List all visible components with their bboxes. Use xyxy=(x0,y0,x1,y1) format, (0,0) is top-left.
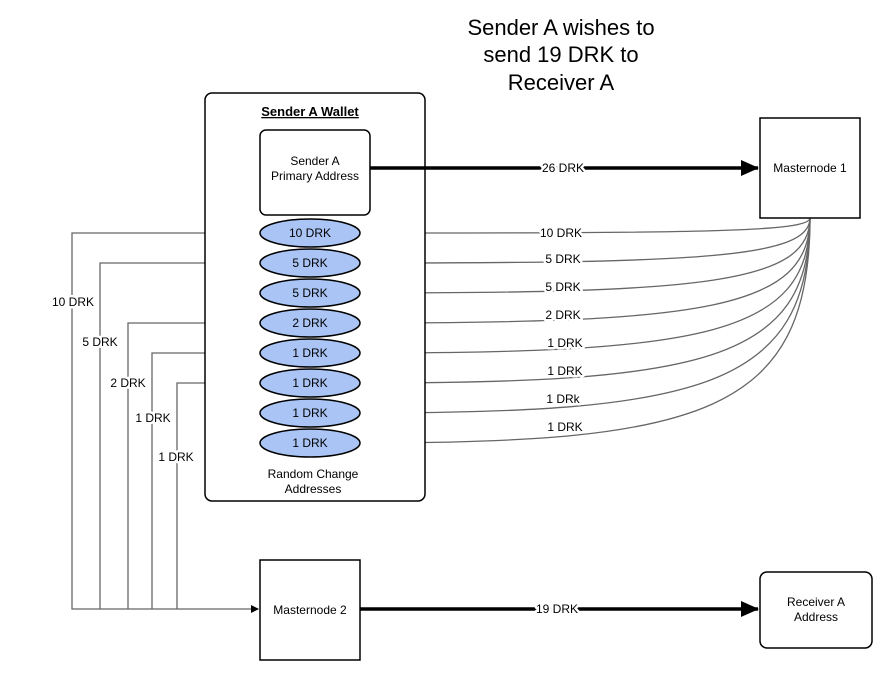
change-line-7 xyxy=(359,217,811,417)
change-label-8: 1 DRK xyxy=(547,420,582,434)
send-amount-label: 26 DRK xyxy=(542,161,584,175)
coin-7 xyxy=(259,398,361,428)
change-line-5 xyxy=(359,217,811,357)
coin-3 xyxy=(259,278,361,308)
input-label-1: 10 DRK xyxy=(52,295,94,309)
change-label-1: 10 DRK xyxy=(540,226,582,240)
coin-4 xyxy=(259,308,361,338)
coin-5 xyxy=(259,338,361,368)
change-line-3 xyxy=(359,217,811,297)
coin-label-3: 5 DRK xyxy=(292,286,327,300)
primary-address-label-1: Sender A xyxy=(290,154,339,168)
change-label-4: 2 DRK xyxy=(545,308,580,322)
coin-label-1: 10 DRK xyxy=(289,226,331,240)
change-label-5: 1 DRK xyxy=(547,336,582,350)
coin-6 xyxy=(259,368,361,398)
primary-address-box xyxy=(259,129,371,216)
input-label-3: 2 DRK xyxy=(110,376,145,390)
coin-label-8: 1 DRK xyxy=(292,436,327,450)
change-caption-2: Addresses xyxy=(285,482,342,496)
coin-8 xyxy=(259,428,361,458)
coin-label-5: 1 DRK xyxy=(292,346,327,360)
diagram-title-line-2: send 19 DRK to xyxy=(483,42,638,67)
input-label-4: 1 DRK xyxy=(135,411,170,425)
primary-address-label-2: Primary Address xyxy=(271,169,359,183)
wallet-title: Sender A Wallet xyxy=(261,104,359,119)
input-label-5: 1 DRK xyxy=(158,450,193,464)
receiver-label-2: Address xyxy=(794,610,838,624)
receiver-address-box xyxy=(759,571,873,649)
change-line-6 xyxy=(359,217,811,387)
input-label-2: 5 DRK xyxy=(82,335,117,349)
change-line-1 xyxy=(359,217,811,237)
coin-label-6: 1 DRK xyxy=(292,376,327,390)
change-label-3: 5 DRK xyxy=(545,280,580,294)
change-label-6: 1 DRK xyxy=(547,364,582,378)
change-amount-labels: 10 DRK 5 DRK 5 DRK 2 DRK 1 DRK 1 DRK 1 D… xyxy=(537,224,585,437)
input-amount-labels: 10 DRK 5 DRK 2 DRK 1 DRK 1 DRK xyxy=(49,293,196,467)
coin-label-4: 2 DRK xyxy=(292,316,327,330)
coin-2 xyxy=(259,248,361,278)
change-line-8 xyxy=(359,217,811,447)
coin-label-2: 5 DRK xyxy=(292,256,327,270)
change-caption-1: Random Change xyxy=(268,467,359,481)
change-label-7: 1 DRk xyxy=(546,392,580,406)
coin-1 xyxy=(259,218,361,248)
diagram-title-line-3: Receiver A xyxy=(508,70,615,95)
masternode-2-label: Masternode 2 xyxy=(273,603,347,617)
coin-label-7: 1 DRK xyxy=(292,406,327,420)
receiver-label-1: Receiver A xyxy=(787,595,845,609)
receive-amount-label: 19 DRK xyxy=(536,602,578,616)
masternode-1-box xyxy=(759,117,861,219)
diagram-title-line-1: Sender A wishes to xyxy=(467,15,654,40)
change-line-2 xyxy=(359,217,811,267)
change-outputs xyxy=(359,217,811,447)
masternode-1-label: Masternode 1 xyxy=(773,161,847,175)
input-line-1 xyxy=(71,232,260,613)
masternode-2-box xyxy=(259,559,361,661)
change-label-2: 5 DRK xyxy=(545,252,580,266)
change-coins: 10 DRK 5 DRK 5 DRK 2 DRK 1 DRK 1 DRK 1 DRK 1 DR… xyxy=(259,218,361,458)
change-line-4 xyxy=(359,217,811,327)
